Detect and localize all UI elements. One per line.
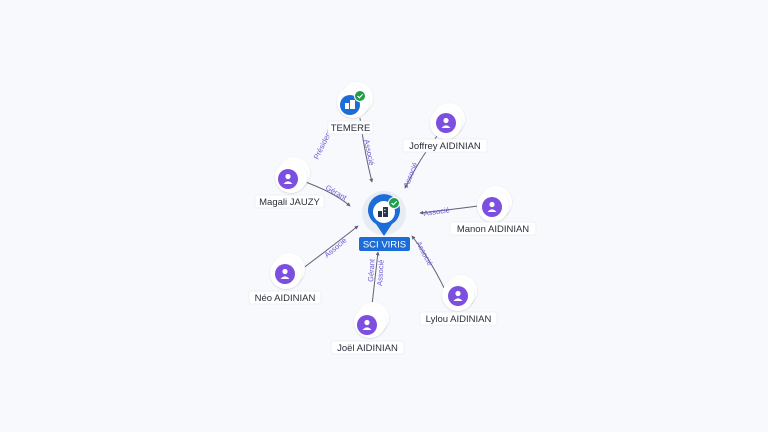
- node-neo[interactable]: Néo AIDINIAN: [248, 253, 322, 305]
- node-magali[interactable]: Magali JAUZY: [254, 157, 325, 209]
- person-icon: [441, 117, 451, 128]
- person-icon: [283, 173, 293, 184]
- node-label-magali: Magali JAUZY: [259, 197, 320, 208]
- node-lylou[interactable]: Lylou AIDINIAN: [419, 275, 498, 326]
- edge-label-lylou: Associé: [414, 240, 434, 267]
- node-label-lylou: Lylou AIDINIAN: [426, 314, 492, 325]
- node-joffrey[interactable]: Joffrey AIDINIAN: [402, 103, 488, 153]
- edge-manon: [419, 205, 479, 215]
- building-icon: [378, 207, 388, 217]
- node-label-joffrey: Joffrey AIDINIAN: [409, 141, 481, 152]
- center-label: SCI VIRIS: [363, 240, 406, 251]
- node-temere[interactable]: TEMERE: [327, 82, 374, 135]
- edge-label-joel-gerant: Gérant: [366, 258, 377, 282]
- node-label-joel: Joël AIDINIAN: [337, 343, 398, 354]
- edge-label-magali: Gérant: [324, 183, 349, 203]
- person-icon: [453, 290, 463, 301]
- building-icon: [345, 100, 355, 109]
- edge-label-joffrey: Associé: [402, 161, 420, 189]
- edge-lylou: [411, 235, 447, 293]
- edge-joel: [371, 251, 380, 306]
- node-label-neo: Néo AIDINIAN: [255, 293, 316, 304]
- node-center[interactable]: SCI VIRIS: [359, 191, 410, 251]
- person-icon: [362, 319, 372, 330]
- verified-check-icon: [354, 90, 366, 102]
- edge-label-neo: Associé: [323, 236, 349, 260]
- node-label-temere: TEMERE: [331, 123, 371, 134]
- verified-check-icon: [388, 197, 400, 209]
- node-label-manon: Manon AIDINIAN: [457, 224, 529, 235]
- edge-label-manon: Associé: [423, 205, 450, 218]
- edge-joffrey: [404, 131, 441, 189]
- person-icon: [487, 201, 497, 212]
- node-joel[interactable]: Joël AIDINIAN: [330, 302, 405, 355]
- edge-label-joel-associe: Associé: [375, 259, 386, 286]
- edge-label-temere-associe: Associé: [362, 139, 376, 167]
- node-manon[interactable]: Manon AIDINIAN: [449, 186, 537, 236]
- person-icon: [280, 268, 290, 279]
